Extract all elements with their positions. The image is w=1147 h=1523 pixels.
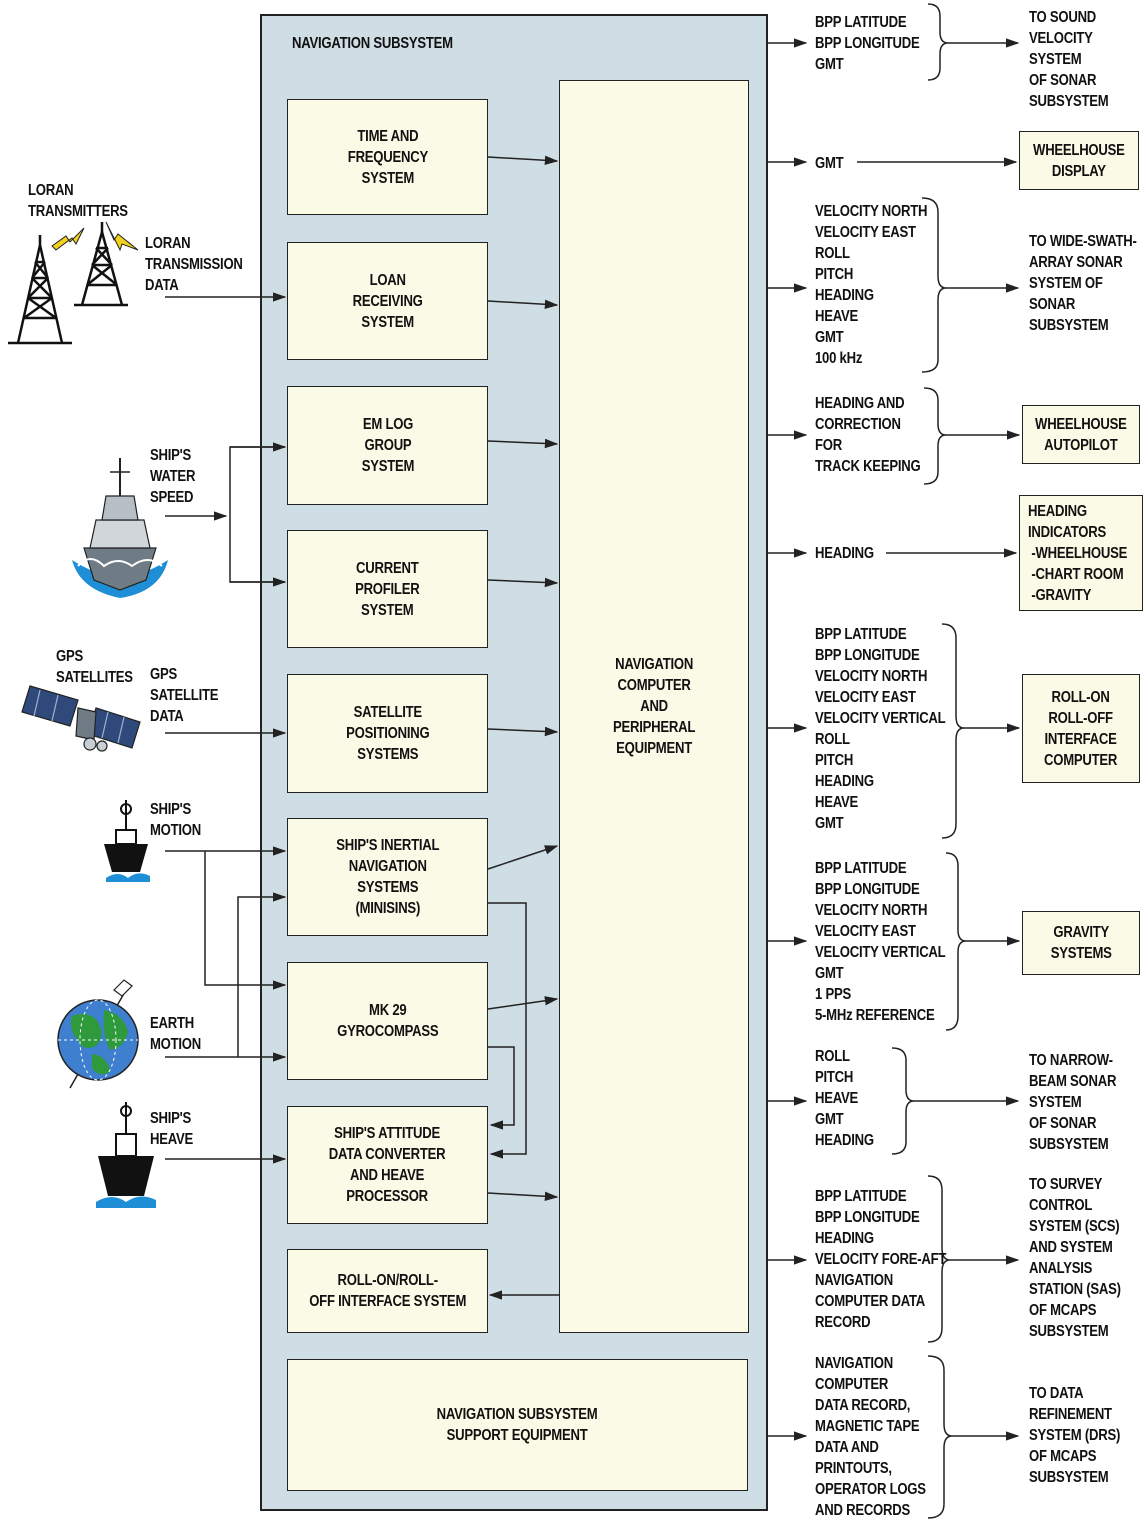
output-10-destination: TO DATA REFINEMENT SYSTEM (DRS) OF MCAPS… [1029,1383,1120,1488]
output-1-data: BPP LATITUDE BPP LONGITUDE GMT [815,12,919,75]
satellite-positioning-label: SATELLITE POSITIONING SYSTEMS [346,702,429,765]
output-9-data: BPP LATITUDE BPP LONGITUDE HEADING VELOC… [815,1186,946,1333]
navigation-computer-label: NAVIGATION COMPUTER AND PERIPHERAL EQUIP… [613,654,695,759]
brace-8 [892,1048,914,1154]
buoy-icon [104,800,150,882]
wheelhouse-autopilot-label: WHEELHOUSE AUTOPILOT [1035,414,1127,456]
time-frequency-box: TIME AND FREQUENCY SYSTEM [287,99,488,215]
roro-interface-label: ROLL-ON/ROLL- OFF INTERFACE SYSTEM [309,1270,466,1312]
loan-receiving-label: LOAN RECEIVING SYSTEM [353,270,423,333]
brace-1 [928,4,948,80]
output-3-destination: TO WIDE-SWATH- ARRAY SONAR SYSTEM OF SON… [1029,231,1137,336]
gyrocompass-label: MK 29 GYROCOMPASS [337,1000,438,1042]
arrow-motion-to-gyro [205,851,285,985]
brace-4 [924,388,946,484]
lightning-icon [52,222,138,250]
output-6-data: BPP LATITUDE BPP LONGITUDE VELOCITY NORT… [815,624,945,834]
arrow-earth-to-inertial [238,897,285,1057]
loran-transmitters-label: LORAN TRANSMITTERS [28,180,128,222]
gps-satellites-label: GPS SATELLITES [56,646,133,688]
time-frequency-label: TIME AND FREQUENCY SYSTEM [347,126,427,189]
output-7-data: BPP LATITUDE BPP LONGITUDE VELOCITY NORT… [815,858,945,1026]
output-9-destination: TO SURVEY CONTROL SYSTEM (SCS) AND SYSTE… [1029,1174,1121,1342]
support-equipment-box: NAVIGATION SUBSYSTEM SUPPORT EQUIPMENT [287,1359,748,1491]
em-log-label: EM LOG GROUP SYSTEM [361,414,413,477]
arrow-profiler-to-computer [488,580,557,583]
gravity-systems-box: GRAVITY SYSTEMS [1022,911,1140,975]
arrow-satellite-to-computer [488,729,557,732]
attitude-converter-label: SHIP'S ATTITUDE DATA CONVERTER AND HEAVE… [329,1123,446,1207]
arrow-attitude-to-computer [488,1193,557,1197]
brace-10 [928,1356,952,1518]
inertial-navigation-box: SHIP'S INERTIAL NAVIGATION SYSTEMS (MINI… [287,818,488,936]
water-speed-split [230,447,285,582]
arrow-gyro-to-computer [488,999,557,1009]
water-speed-label: SHIP'S WATER SPEED [150,445,195,508]
roro-interface-box: ROLL-ON/ROLL- OFF INTERFACE SYSTEM [287,1249,488,1333]
em-log-box: EM LOG GROUP SYSTEM [287,386,488,505]
gravity-systems-label: GRAVITY SYSTEMS [1051,922,1112,964]
satellite-icon [22,686,140,751]
ship-heave-label: SHIP'S HEAVE [150,1108,193,1150]
output-5-data: HEADING [815,543,874,564]
arrow-inertial-to-attitude [488,903,526,1154]
ship-motion-label: SHIP'S MOTION [150,799,201,841]
buoy-icon [96,1102,156,1208]
arrow-inertial-to-computer [488,846,557,869]
output-8-data: ROLL PITCH HEAVE GMT HEADING [815,1046,874,1151]
satellite-positioning-box: SATELLITE POSITIONING SYSTEMS [287,674,488,793]
roro-computer-box: ROLL-ON ROLL-OFF INTERFACE COMPUTER [1022,674,1140,783]
arrow-time-to-computer [488,157,557,161]
output-2-data: GMT [815,153,843,174]
globe-icon [58,980,138,1088]
heading-indicators-box: HEADING INDICATORS -WHEELHOUSE -CHART RO… [1019,495,1143,611]
navigation-computer-box: NAVIGATION COMPUTER AND PERIPHERAL EQUIP… [559,80,749,1333]
output-4-data: HEADING AND CORRECTION FOR TRACK KEEPING [815,393,920,477]
arrow-emlog-to-computer [488,441,557,444]
current-profiler-box: CURRENT PROFILER SYSTEM [287,530,488,648]
arrow-loan-to-computer [488,301,557,305]
heading-indicators-label: HEADING INDICATORS -WHEELHOUSE -CHART RO… [1028,501,1127,606]
loan-receiving-box: LOAN RECEIVING SYSTEM [287,242,488,360]
subsystem-title: NAVIGATION SUBSYSTEM [292,33,453,54]
wheelhouse-autopilot-box: WHEELHOUSE AUTOPILOT [1022,405,1140,464]
brace-7 [946,853,966,1030]
output-1-destination: TO SOUND VELOCITY SYSTEM OF SONAR SUBSYS… [1029,7,1108,112]
arrow-gyro-to-attitude [488,1047,514,1125]
attitude-converter-box: SHIP'S ATTITUDE DATA CONVERTER AND HEAVE… [287,1106,488,1224]
output-3-data: VELOCITY NORTH VELOCITY EAST ROLL PITCH … [815,201,927,369]
loran-data-label: LORAN TRANSMISSION DATA [145,233,243,296]
gyrocompass-box: MK 29 GYROCOMPASS [287,962,488,1080]
wheelhouse-display-label: WHEELHOUSE DISPLAY [1033,140,1125,182]
current-profiler-label: CURRENT PROFILER SYSTEM [355,558,419,621]
earth-motion-label: EARTH MOTION [150,1013,201,1055]
support-equipment-label: NAVIGATION SUBSYSTEM SUPPORT EQUIPMENT [437,1404,598,1446]
inertial-navigation-label: SHIP'S INERTIAL NAVIGATION SYSTEMS (MINI… [336,835,439,919]
roro-computer-label: ROLL-ON ROLL-OFF INTERFACE COMPUTER [1044,687,1117,771]
output-8-destination: TO NARROW- BEAM SONAR SYSTEM OF SONAR SU… [1029,1050,1116,1155]
gps-data-label: GPS SATELLITE DATA [150,664,218,727]
output-10-data: NAVIGATION COMPUTER DATA RECORD, MAGNETI… [815,1353,926,1521]
wheelhouse-display-box: WHEELHOUSE DISPLAY [1019,131,1139,190]
